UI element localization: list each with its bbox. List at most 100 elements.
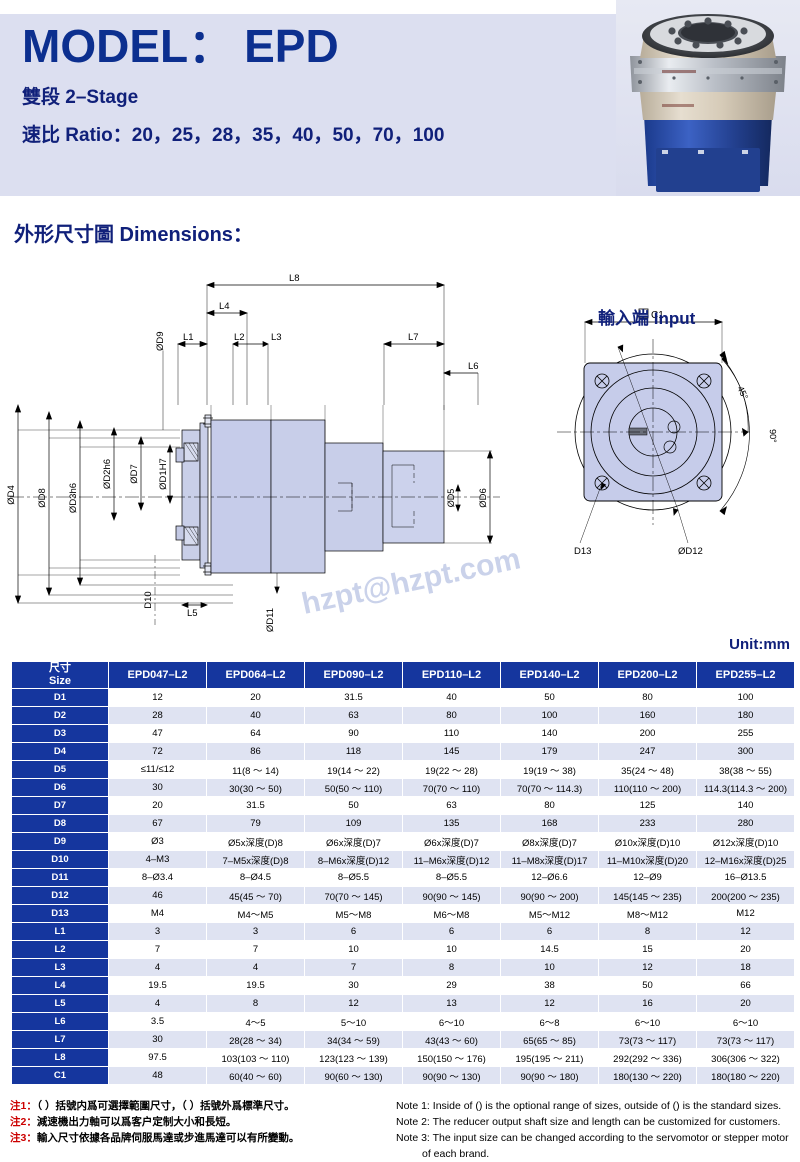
cell-L8-4: 195(195 ～ 211)	[501, 1049, 598, 1066]
dim-label-D13: D13	[574, 546, 591, 557]
cell-D11-2: 8–Ø5.5	[305, 869, 402, 886]
cell-D10-3: 11–M6x深度(D)12	[403, 851, 500, 868]
cell-D8-6: 280	[697, 815, 794, 832]
note-cn-2: 注2：減速機出力軸可以爲客户定制大小和長短。	[10, 1114, 388, 1130]
unit-label: Unit:mm	[729, 636, 790, 653]
cell-D10-4: 11–M8x深度(D)17	[501, 851, 598, 868]
model-code: EPD	[244, 20, 339, 72]
cell-L1-0: 3	[109, 923, 206, 940]
note-cn-tag-1: 注1：	[10, 1100, 37, 1112]
cell-D6-3: 70(70 ～ 110)	[403, 779, 500, 796]
cell-L1-1: 3	[207, 923, 304, 940]
cell-L6-5: 6～10	[599, 1013, 696, 1030]
cell-L5-2: 12	[305, 995, 402, 1012]
note-cn-text-3: 輸入尺寸依據各品牌伺服馬達或步進馬達可以有所變動。	[36, 1132, 300, 1144]
cell-L6-0: 3.5	[109, 1013, 206, 1030]
cell-D12-2: 70(70 ～ 145)	[305, 887, 402, 904]
cell-D2-2: 63	[305, 707, 402, 724]
cell-L7-0: 30	[109, 1031, 206, 1048]
cell-D3-0: 47	[109, 725, 206, 742]
cell-L7-2: 34(34 ～ 59)	[305, 1031, 402, 1048]
cell-D5-5: 35(24 ～ 48)	[599, 761, 696, 778]
cell-D5-1: 11(8 ～ 14)	[207, 761, 304, 778]
cell-C1-0: 48	[109, 1067, 206, 1084]
cell-C1-6: 180(180 ～ 220)	[697, 1067, 794, 1084]
cell-D5-6: 38(38 ～ 55)	[697, 761, 794, 778]
cell-D4-1: 86	[207, 743, 304, 760]
row-label-L4: L4	[12, 977, 108, 994]
notes-chinese: 注1：（ ）括號内爲可選擇範圍尺寸，（ ）括號外爲標準尺寸。 注2：減速機出力軸…	[10, 1098, 388, 1146]
column-header-model-4: EPD140–L2	[501, 662, 598, 688]
dim-label-D7: ØD7	[129, 464, 140, 484]
cell-L4-5: 50	[599, 977, 696, 994]
cell-C1-1: 60(40 ～ 60)	[207, 1067, 304, 1084]
dim-label-D1: ØD1H7	[158, 458, 169, 490]
dim-label-L3: L3	[271, 332, 282, 343]
cell-L1-6: 12	[697, 923, 794, 940]
dim-label-D10: D10	[143, 591, 154, 608]
spec-table: 尺寸 Size EPD047–L2 EPD064–L2 EPD090–L2 EP…	[11, 661, 795, 1085]
cell-D12-0: 46	[109, 887, 206, 904]
cell-D12-6: 200(200 ～ 235)	[697, 887, 794, 904]
cell-D9-1: Ø5x深度(D)8	[207, 833, 304, 850]
notes-english: Note 1: Inside of () is the optional ran…	[396, 1098, 796, 1162]
cell-D11-5: 12–Ø9	[599, 869, 696, 886]
row-label-D11: D11	[12, 869, 108, 886]
row-label-D10: D10	[12, 851, 108, 868]
cell-D5-0: ≤11/≤12	[109, 761, 206, 778]
cell-D1-3: 40	[403, 689, 500, 706]
cell-D13-1: M4～M5	[207, 905, 304, 922]
row-label-D12: D12	[12, 887, 108, 904]
cell-D5-3: 19(22 ～ 28)	[403, 761, 500, 778]
cell-D11-1: 8–Ø4.5	[207, 869, 304, 886]
cell-D12-4: 90(90 ～ 200)	[501, 887, 598, 904]
cell-D2-1: 40	[207, 707, 304, 724]
cell-D4-6: 300	[697, 743, 794, 760]
dim-label-D4: ØD4	[6, 485, 17, 505]
cell-D10-2: 8–M6x深度(D)12	[305, 851, 402, 868]
cell-D9-0: Ø3	[109, 833, 206, 850]
cell-L2-2: 10	[305, 941, 402, 958]
note-en-1: Note 1: Inside of () is the optional ran…	[396, 1100, 782, 1112]
column-header-model-0: EPD047–L2	[109, 662, 206, 688]
cell-D12-1: 45(45 ～ 70)	[207, 887, 304, 904]
cell-D7-2: 50	[305, 797, 402, 814]
cell-L5-5: 16	[599, 995, 696, 1012]
dim-label-90deg: 90°	[768, 429, 778, 443]
dim-label-L4: L4	[219, 301, 230, 312]
column-header-size: 尺寸 Size	[12, 662, 108, 688]
dim-label-L6: L6	[468, 361, 479, 372]
column-header-model-6: EPD255–L2	[697, 662, 794, 688]
cell-L3-2: 7	[305, 959, 402, 976]
row-label-D1: D1	[12, 689, 108, 706]
cell-D3-4: 140	[501, 725, 598, 742]
cell-D4-4: 179	[501, 743, 598, 760]
cell-D9-4: Ø8x深度(D)7	[501, 833, 598, 850]
dim-label-C1: C1	[651, 310, 664, 321]
cell-L1-4: 6	[501, 923, 598, 940]
cell-L7-3: 43(43 ～ 60)	[403, 1031, 500, 1048]
dim-label-D2: ØD2h6	[102, 459, 113, 489]
cell-L4-3: 29	[403, 977, 500, 994]
cell-L2-4: 14.5	[501, 941, 598, 958]
cell-D13-5: M8～M12	[599, 905, 696, 922]
cell-D4-0: 72	[109, 743, 206, 760]
cell-L5-1: 8	[207, 995, 304, 1012]
cell-D11-0: 8–Ø3.4	[109, 869, 206, 886]
cell-D1-2: 31.5	[305, 689, 402, 706]
cell-D1-0: 12	[109, 689, 206, 706]
cell-D7-4: 80	[501, 797, 598, 814]
cell-L4-1: 19.5	[207, 977, 304, 994]
header-text-block: MODEL：EPD 雙段 2–Stage 速比 Ratio：20，25，28，3…	[22, 22, 582, 147]
cell-L3-4: 10	[501, 959, 598, 976]
